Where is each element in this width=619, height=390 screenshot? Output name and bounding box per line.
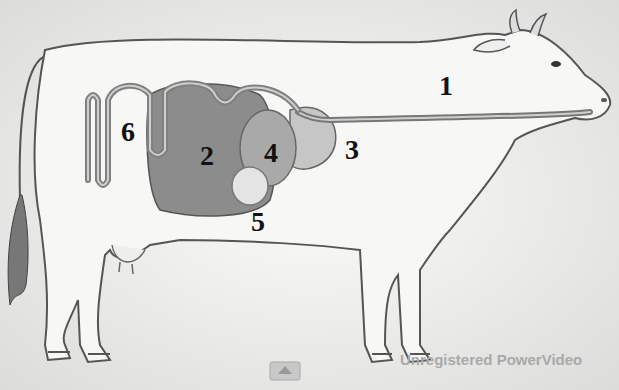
intestines [88,83,298,185]
eye [551,61,561,67]
nostril [601,98,607,102]
player-button [270,362,300,380]
ear [474,40,510,52]
teats [119,262,133,274]
watermark: Unregistered PowerVideo [400,352,582,367]
callout-number: 4 [264,139,278,167]
callout-number: 6 [121,118,135,146]
abomasum [232,167,268,205]
esophagus-inner [298,112,590,120]
tail-tuft [8,195,28,305]
callout-number: 3 [345,136,359,164]
udder [112,245,145,262]
callout-number: 1 [439,72,453,100]
intestines-inner [88,83,298,185]
callout-number: 5 [251,208,265,236]
horn [530,14,546,36]
cow-body [35,30,611,362]
callout-number: 2 [200,142,214,170]
horn [510,10,520,33]
player-icon [278,366,292,374]
esophagus [298,112,590,120]
hooves [48,352,430,354]
